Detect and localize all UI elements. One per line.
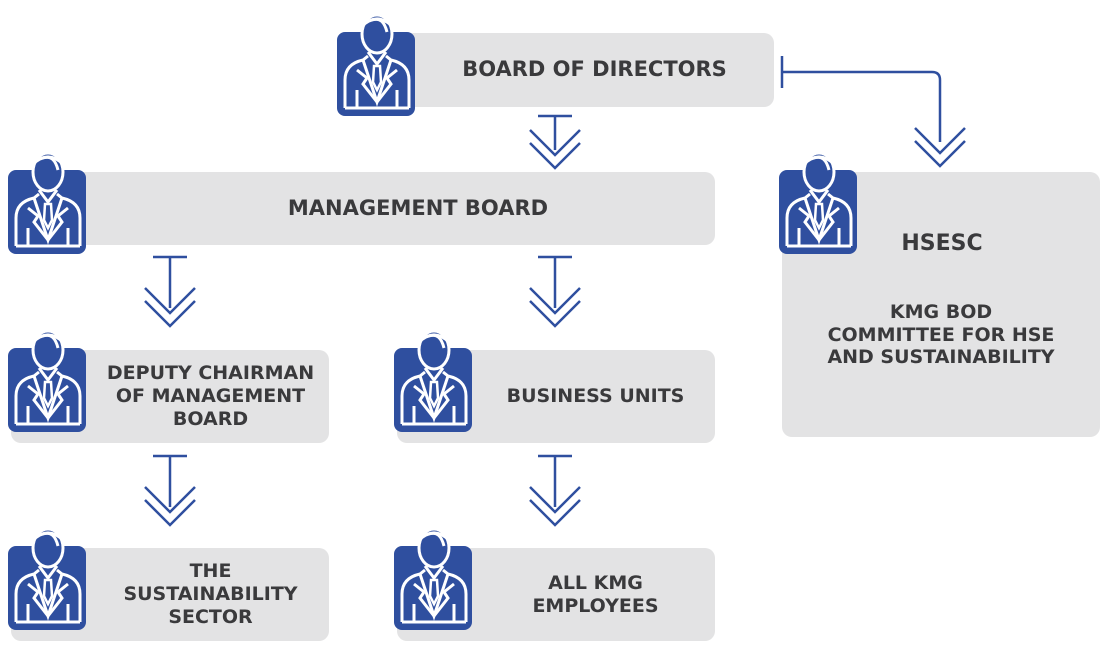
sustainability-line-1: THE [189,560,232,583]
arrow-board-to-management [528,114,582,170]
node-deputy-chairman-label: DEPUTY CHAIRMAN OF MANAGEMENT BOARD [92,350,329,443]
person-icon [779,148,857,258]
hsesc-line-1: KMG BOD [889,300,993,323]
hsesc-title: HSESC [901,230,983,256]
node-management-board-label: MANAGEMENT BOARD [11,172,715,245]
sustainability-line-3: SECTOR [168,605,253,628]
arrow-management-to-business [528,255,582,328]
arrow-business-to-employees [528,454,582,527]
person-icon [8,524,86,634]
node-hsesc-description: KMG BOD COMMITTEE FOR HSE AND SUSTAINABI… [782,290,1100,380]
node-board-of-directors-label: BOARD OF DIRECTORS [415,33,774,107]
node-all-employees-label: ALL KMG EMPLOYEES [476,548,715,641]
hsesc-line-2: COMMITTEE FOR HSE [827,323,1055,346]
person-icon [8,148,86,258]
person-icon [394,524,472,634]
board-title: BOARD OF DIRECTORS [462,57,727,82]
person-icon [8,326,86,436]
person-icon [337,10,415,120]
arrow-management-to-deputy [143,255,197,328]
employees-line-1: ALL KMG [548,571,643,594]
business-title: BUSINESS UNITS [506,385,685,408]
deputy-line-3: BOARD [172,407,249,430]
arrow-deputy-to-sustainability [143,454,197,527]
node-sustainability-sector-label: THE SUSTAINABILITY SECTOR [92,548,329,641]
node-business-units-label: BUSINESS UNITS [476,350,715,443]
node-hsesc-title: HSESC [862,226,1022,262]
node-management-board [11,172,715,245]
sustainability-line-2: SUSTAINABILITY [123,583,298,606]
employees-line-2: EMPLOYEES [532,594,659,617]
arrow-board-to-hsesc [780,56,967,168]
person-icon [394,326,472,436]
hsesc-line-3: AND SUSTAINABILITY [827,346,1055,369]
deputy-line-2: OF MANAGEMENT [115,385,306,408]
deputy-line-1: DEPUTY CHAIRMAN [106,362,315,385]
management-title: MANAGEMENT BOARD [287,195,549,220]
